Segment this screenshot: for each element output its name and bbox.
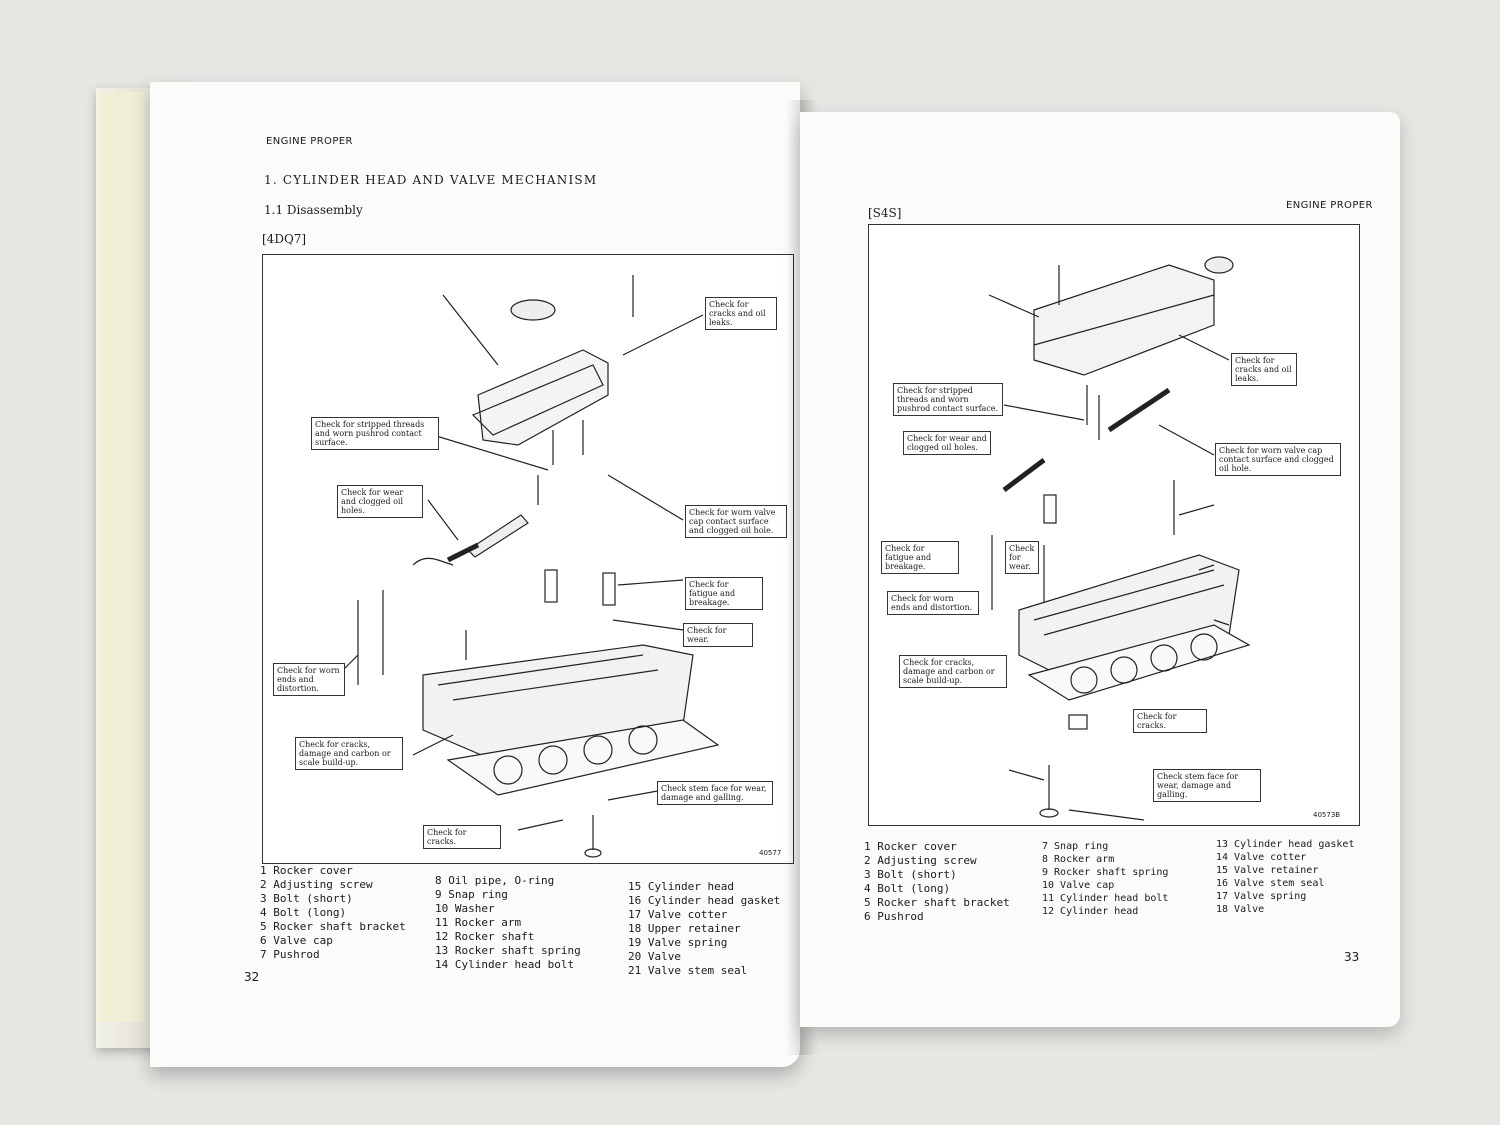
running-header: ENGINE PROPER [266, 136, 353, 147]
part-item: 3 Bolt (short) [260, 892, 353, 905]
part-item: 1 Rocker cover [864, 840, 957, 853]
right-page: ENGINE PROPER [S4S] [800, 112, 1400, 1027]
model-tag: [4DQ7] [262, 232, 307, 246]
parts-list-col2: 7 Snap ring 8 Rocker arm 9 Rocker shaft … [1042, 840, 1168, 918]
figure-reference: 40573B [1313, 811, 1341, 819]
part-item: 18 Upper retainer [628, 922, 741, 935]
callout-fatigue-breakage: Check for fatigue and breakage. [685, 577, 763, 610]
part-item: 13 Cylinder head gasket [1216, 839, 1355, 850]
part-item: 16 Cylinder head gasket [628, 894, 781, 907]
callout-worn-valve-cap: Check for worn valve cap contact surface… [685, 505, 787, 538]
part-item: 11 Rocker arm [435, 916, 522, 929]
part-item: 8 Rocker arm [1042, 854, 1115, 865]
part-item: 5 Rocker shaft bracket [260, 920, 406, 933]
parts-list-col2: 8 Oil pipe, O-ring 9 Snap ring 10 Washer… [435, 874, 581, 972]
callout-cracks: Check for cracks. [423, 825, 501, 849]
part-item: 17 Valve spring [1216, 891, 1307, 902]
page-number: 32 [244, 970, 260, 984]
part-item: 14 Cylinder head bolt [435, 958, 575, 971]
callout-stem-face: Check stem face for wear, damage and gal… [1153, 769, 1261, 802]
part-item: 21 Valve stem seal [628, 964, 748, 977]
callout-worn-valve-cap: Check for worn valve cap contact surface… [1215, 443, 1341, 476]
part-item: 6 Valve cap [260, 934, 333, 947]
parts-list-col1: 1 Rocker cover 2 Adjusting screw 3 Bolt … [864, 840, 1010, 924]
engine-head-exploded-drawing [988, 256, 1251, 821]
callout-wear: Check for wear. [1005, 541, 1039, 574]
part-item: 3 Bolt (short) [864, 868, 957, 881]
callout-cracks-oil-leaks: Check for cracks and oil leaks. [1231, 353, 1297, 386]
callout-cracks-oil-leaks: Check for cracks and oil leaks. [705, 297, 777, 330]
parts-list-col3: 13 Cylinder head gasket 14 Valve cotter … [1216, 838, 1354, 916]
part-item: 4 Bolt (long) [864, 882, 951, 895]
model-tag: [S4S] [868, 206, 902, 220]
part-item: 7 Snap ring [1042, 841, 1109, 852]
part-item: 12 Cylinder head [1042, 906, 1139, 917]
part-item: 9 Rocker shaft spring [1042, 867, 1169, 878]
figure-reference: 40577 [759, 849, 782, 857]
left-page: ENGINE PROPER 1. CYLINDER HEAD AND VALVE… [150, 82, 800, 1067]
callout-worn-ends: Check for worn ends and distortion. [887, 591, 979, 615]
callout-wear-oil-holes: Check for wear and clogged oil holes. [337, 485, 423, 518]
part-item: 17 Valve cotter [628, 908, 728, 921]
part-item: 2 Adjusting screw [864, 854, 977, 867]
part-item: 2 Adjusting screw [260, 878, 373, 891]
engine-head-exploded-drawing [337, 275, 720, 858]
exploded-diagram-frame: Check for cracks and oil leaks. Check fo… [262, 254, 794, 864]
binding-tape [98, 92, 144, 1022]
callout-stripped-threads: Check for stripped threads and worn push… [893, 383, 1003, 416]
part-item: 13 Rocker shaft spring [435, 944, 581, 957]
section-title: 1. CYLINDER HEAD AND VALVE MECHANISM [264, 173, 598, 187]
parts-list-col3: 15 Cylinder head 16 Cylinder head gasket… [628, 880, 780, 978]
part-item: 9 Snap ring [435, 888, 508, 901]
part-item: 19 Valve spring [628, 936, 728, 949]
part-item: 16 Valve stem seal [1216, 878, 1325, 889]
part-item: 7 Pushrod [260, 948, 320, 961]
callout-cracks: Check for cracks. [1133, 709, 1207, 733]
parts-list-col1: 1 Rocker cover 2 Adjusting screw 3 Bolt … [260, 864, 406, 962]
part-item: 14 Valve cotter [1216, 852, 1307, 863]
callout-stripped-threads: Check for stripped threads and worn push… [311, 417, 439, 450]
part-item: 15 Cylinder head [628, 880, 734, 893]
part-item: 12 Rocker shaft [435, 930, 535, 943]
subsection-title: 1.1 Disassembly [264, 203, 363, 217]
page-number: 33 [1344, 950, 1360, 964]
part-item: 15 Valve retainer [1216, 865, 1319, 876]
part-item: 11 Cylinder head bolt [1042, 893, 1169, 904]
part-item: 1 Rocker cover [260, 864, 353, 877]
part-item: 18 Valve [1216, 904, 1265, 915]
callout-cracks-carbon: Check for cracks, damage and carbon or s… [295, 737, 403, 770]
callout-cracks-carbon: Check for cracks, damage and carbon or s… [899, 655, 1007, 688]
callout-worn-ends: Check for worn ends and distortion. [273, 663, 345, 696]
part-item: 4 Bolt (long) [260, 906, 347, 919]
exploded-diagram-frame: Check for cracks and oil leaks. Check fo… [868, 224, 1360, 826]
part-item: 5 Rocker shaft bracket [864, 896, 1010, 909]
callout-fatigue-breakage: Check for fatigue and breakage. [881, 541, 959, 574]
running-header: ENGINE PROPER [1286, 200, 1373, 211]
part-item: 20 Valve [628, 950, 681, 963]
part-item: 6 Pushrod [864, 910, 924, 923]
part-item: 10 Valve cap [1042, 880, 1115, 891]
callout-stem-face: Check stem face for wear, damage and gal… [657, 781, 773, 805]
callout-wear: Check for wear. [683, 623, 753, 647]
callout-wear-oil-holes: Check for wear and clogged oil holes. [903, 431, 991, 455]
part-item: 8 Oil pipe, O-ring [435, 874, 555, 887]
part-item: 10 Washer [435, 902, 495, 915]
